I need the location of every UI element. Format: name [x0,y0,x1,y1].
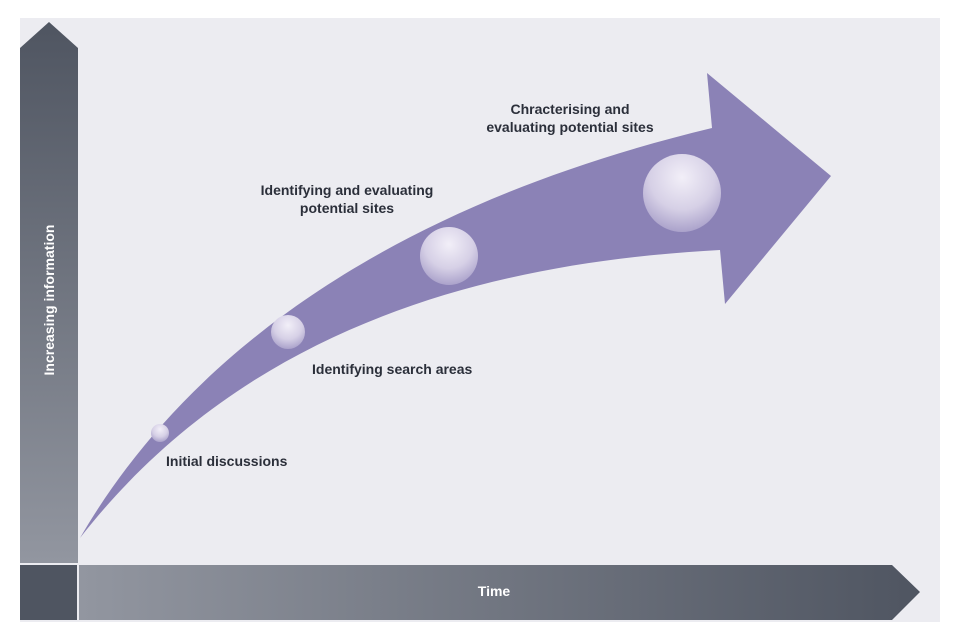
stage-label-search-areas: Identifying search areas [312,361,473,377]
x-axis-label: Time [477,583,511,599]
stage-bubble-initial-discussions [151,424,169,442]
x-axis-arrow [79,565,920,620]
stage-bubble-characterising-sites [643,154,721,232]
y-axis-arrow [20,22,78,563]
background-panel [20,18,940,622]
stage-label-initial-discussions: Initial discussions [166,453,288,469]
stage-label-characterising-sites: Chracterising and evaluating potential s… [486,101,654,135]
stage-bubble-search-areas [271,315,305,349]
stage-bubble-evaluating-sites [420,227,478,285]
stage-label-evaluating-sites: Identifying and evaluating potential sit… [260,182,434,216]
axis-corner-block [20,565,77,620]
